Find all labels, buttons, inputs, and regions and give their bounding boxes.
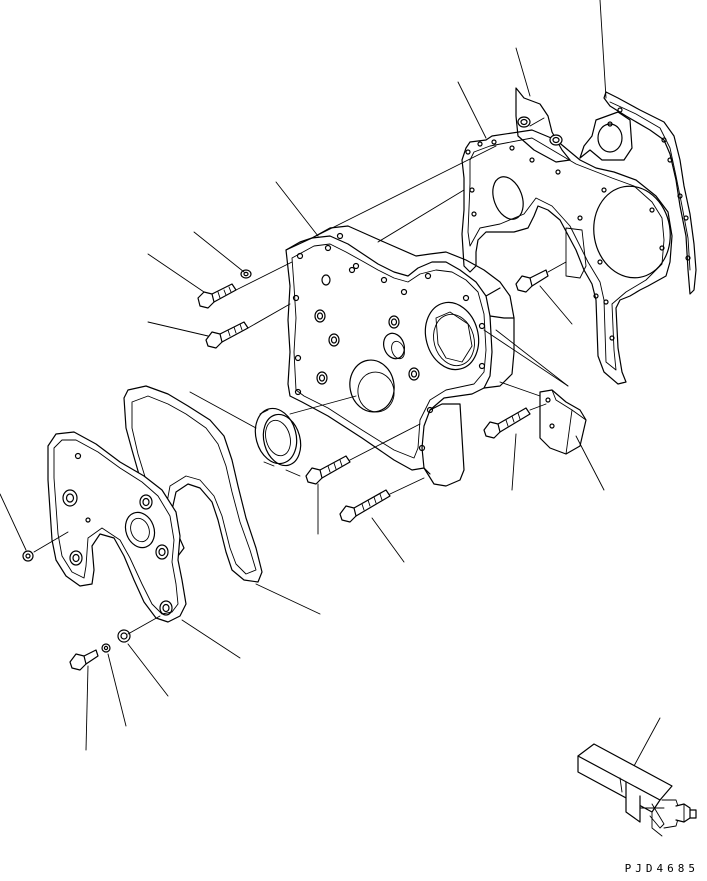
nut	[22, 550, 34, 562]
front-gear-housing	[285, 225, 515, 487]
flange-bolt	[69, 649, 99, 671]
drawing-code: PJD4685	[624, 862, 699, 875]
flange-bolt	[515, 269, 549, 293]
seal-installer-tool	[577, 743, 697, 837]
washer	[240, 269, 252, 279]
gear-housing-gasket	[461, 129, 673, 385]
front-cover	[47, 431, 187, 623]
bracket	[539, 389, 587, 455]
nut	[549, 134, 563, 146]
front-oil-seal	[254, 407, 302, 467]
plate-tab	[565, 227, 587, 279]
callout-leaders	[0, 0, 661, 767]
small-plate	[515, 87, 571, 163]
nut	[517, 116, 531, 128]
nut	[117, 629, 131, 643]
flange-bolt	[197, 283, 237, 309]
rear-plate	[579, 91, 697, 295]
flange-bolt	[205, 321, 249, 349]
flange-bolt	[483, 407, 531, 439]
flange-bolt	[339, 489, 391, 523]
assembly-lines	[33, 117, 569, 635]
flange-bolt	[305, 455, 351, 485]
washer	[101, 643, 111, 653]
